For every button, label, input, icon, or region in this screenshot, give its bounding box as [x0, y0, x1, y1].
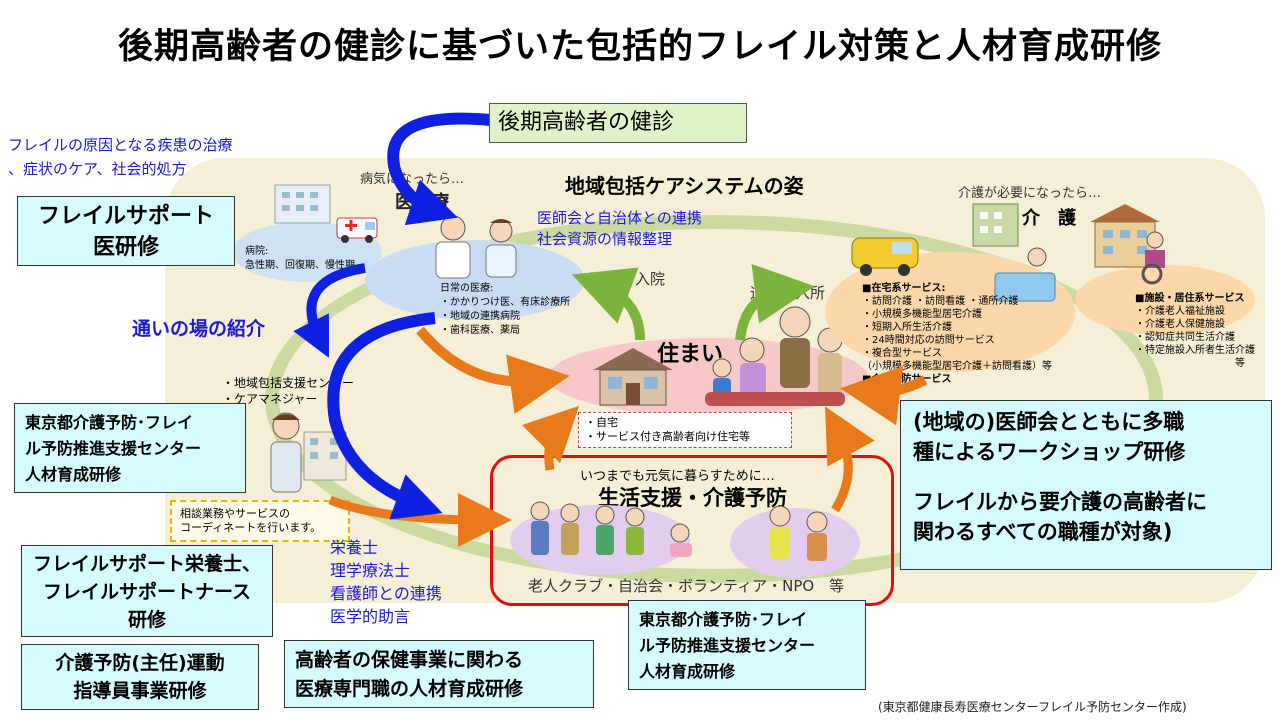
shisetsu-line: ■施設・居住系サービス: [1135, 293, 1245, 304]
soudan-line: コーディネートを行います。: [180, 521, 322, 534]
left-note-line: 、症状のケア、社会的処方: [8, 160, 187, 178]
soudan-line: 相談業務やサービスの: [180, 507, 290, 520]
daily-care-line: 日常の医療:: [440, 283, 494, 294]
left-note-line: フレイルの原因となる疾患の治療: [8, 136, 233, 154]
box-kaigo-yobo: 介護予防(主任)運動 指導員事業研修: [21, 644, 259, 710]
sumai-item: ・サービス付き高齢者向け住宅等: [585, 430, 750, 443]
itsumademo-label: いつまでも元気に暮らすために…: [580, 469, 775, 484]
nurse-icon: [485, 219, 517, 278]
shisetsu-line: ・認知症共同生活介護: [1135, 332, 1235, 343]
zaitaku-line: ・小規模多機能型居宅介護: [862, 309, 982, 320]
ishikai-note: 医師会と自治体との連携 社会資源の情報整理: [537, 208, 702, 250]
houkatsu-line: ・地域包括支援センター: [222, 376, 355, 390]
specialist-note-line: 理学療法士: [330, 561, 411, 580]
box-frail-doctor-line: 医研修: [92, 235, 159, 260]
box-tokyo-left-line: ル予防推進支援センター: [25, 439, 202, 458]
box-workshop-line: 関わるすべての職種が対象): [913, 520, 1173, 544]
green-building-icon: [972, 203, 1019, 247]
box-koreisha-line: 高齢者の保健事業に関わる: [295, 649, 524, 671]
hospital-note-line: 急性期、回復期、慢性期: [245, 260, 355, 271]
box-workshop-line: (地域の)医師会とともに多職: [913, 410, 1185, 434]
box-workshop-line: [913, 467, 1259, 487]
zaitaku-line: ■在宅系サービス:: [862, 283, 946, 294]
box-koreisha: 高齢者の保健事業に関わる 医療専門職の人材育成研修: [284, 640, 594, 708]
daily-care-oval: [365, 240, 585, 320]
top-box-kenshin: 後期高齢者の健診: [489, 103, 747, 143]
box-tokyo-left-line: 東京都介護予防･フレイ: [25, 413, 194, 432]
box-tokyo-left-line: 人材育成研修: [25, 465, 122, 484]
care-vehicle-icon: [851, 237, 919, 276]
kaigo-need-label: 介護が必要になったら…: [958, 186, 1102, 201]
box-frail-doctor-line: フレイルサポート: [37, 204, 214, 229]
sumai-items-box: ・自宅 ・サービス付き高齢者向け住宅等: [578, 412, 792, 448]
page-title: 後期高齢者の健診に基づいた包括的フレイル対策と人材育成研修: [117, 27, 1162, 67]
soudan-note: 相談業務やサービスの コーディネートを行います。: [170, 500, 350, 542]
elderly-group-icon: [530, 501, 692, 557]
kaigo-oval-facility: [1075, 265, 1255, 335]
zaitaku-line: ・短期入所生活介護: [862, 322, 952, 333]
box-frail-staff: フレイルサポート栄養士、 フレイルサポートナース 研修: [21, 545, 273, 637]
box-koreisha-line: 医療専門職の人材育成研修: [295, 678, 524, 700]
daily-care-line: ・かかりつけ医、有床診療所: [440, 297, 571, 308]
hospital-note: 病院: 急性期、回復期、慢性期: [245, 245, 355, 273]
ishikai-note-line: 社会資源の情報整理: [537, 230, 673, 248]
kayoi-label: 通いの場の紹介: [132, 318, 266, 340]
box-tokyo-bottom-line: ル予防推進支援センター: [639, 636, 816, 655]
shisetsu-list: ■施設・居住系サービス ・介護老人福祉施設 ・介護老人保健施設 ・認知症共同生活…: [1135, 292, 1255, 370]
daily-care-line: ・歯科医療、薬局: [440, 325, 520, 336]
box-frail-staff-line: フレイルサポートナース: [42, 581, 252, 603]
zaitaku-line: ・複合型サービス: [862, 348, 942, 359]
box-workshop: (地域の)医師会とともに多職 種によるワークショップ研修 フレイルから要介護の高…: [900, 400, 1272, 570]
volunteer-icon: [769, 505, 828, 561]
roujin-label: 老人クラブ・自治会・ボランティア・NPO 等: [528, 577, 845, 595]
box-frail-staff-line: 研修: [127, 609, 166, 631]
shisetsu-line: ・介護老人福祉施設: [1135, 306, 1225, 317]
zaitaku-line: ・24時間対応の訪問サービス: [862, 335, 995, 346]
box-tokyo-bottom-line: 東京都介護予防･フレイ: [639, 610, 808, 629]
zaitaku-line: ■介護予防サービス: [862, 374, 952, 385]
box-workshop-line: 種によるワークショップ研修: [913, 440, 1186, 464]
zaitaku-list: ■在宅系サービス: ・訪問介護 ・訪問看護 ・通所介護 ・小規模多機能型居宅介護…: [862, 282, 1052, 386]
box-tokyo-bottom-line: 人材育成研修: [639, 662, 736, 681]
specialist-note: 栄養士 理学療法士 看護師との連携 医学的助言: [330, 536, 442, 628]
credit-note: (東京都健康長寿医療センターフレイル予防センター作成): [878, 700, 1187, 714]
seikatsu-oval-right: [730, 508, 860, 578]
sumai-label: 住まい: [657, 342, 724, 367]
shisetsu-line: ・特定施設入所者生活介護: [1135, 345, 1255, 356]
ambulance-icon: [336, 217, 378, 243]
box-workshop-line: フレイルから要介護の高齢者に: [913, 490, 1207, 514]
houkatsu-line: ・ケアマネジャー: [222, 392, 318, 406]
ishikai-note-line: 医師会と自治体との連携: [537, 209, 702, 227]
houkatsu-note: ・地域包括支援センター ・ケアマネジャー: [222, 375, 354, 407]
box-kaigo-yobo-line: 指導員事業研修: [73, 680, 207, 702]
box-frail-staff-line: フレイルサポート栄養士、: [32, 553, 261, 575]
care-manager-icon: [270, 412, 302, 493]
bath-care-icon: [994, 247, 1056, 302]
hospital-building-icon: [274, 184, 331, 224]
zaitaku-line: （小規模多機能型居宅介護＋訪問看護）等: [862, 361, 1052, 372]
zaitaku-line: ・訪問介護 ・訪問看護 ・通所介護: [862, 296, 1019, 307]
box-tokyo-left: 東京都介護予防･フレイ ル予防推進支援センター 人材育成研修: [14, 403, 246, 493]
sumai-item: ・自宅: [585, 416, 618, 429]
daily-care-note: 日常の医療: ・かかりつけ医、有床診療所 ・地域の連携病院 ・歯科医療、薬局: [440, 282, 570, 338]
specialist-note-line: 栄養士: [330, 538, 379, 557]
hospital-note-line: 病院:: [245, 246, 269, 257]
box-tokyo-bottom: 東京都介護予防･フレイ ル予防推進支援センター 人材育成研修: [628, 600, 866, 690]
specialist-note-line: 医学的助言: [330, 607, 411, 626]
daily-care-line: ・地域の連携病院: [440, 311, 520, 322]
specialist-note-line: 看護師との連携: [330, 584, 442, 603]
diagram-title: 地域包括ケアシステムの姿: [565, 174, 804, 198]
kaigo-label: 介 護: [1022, 208, 1076, 229]
shisetsu-line: ・介護老人保健施設: [1135, 319, 1225, 330]
house-icon: [593, 348, 673, 406]
wheelchair-icon: [1141, 231, 1165, 285]
box-kaigo-yobo-line: 介護予防(主任)運動: [55, 652, 225, 674]
box-frail-doctor: フレイルサポート 医研修: [17, 196, 235, 266]
shisetsu-line: 等: [1235, 358, 1245, 369]
left-note: フレイルの原因となる疾患の治療 、症状のケア、社会的処方: [8, 133, 233, 181]
